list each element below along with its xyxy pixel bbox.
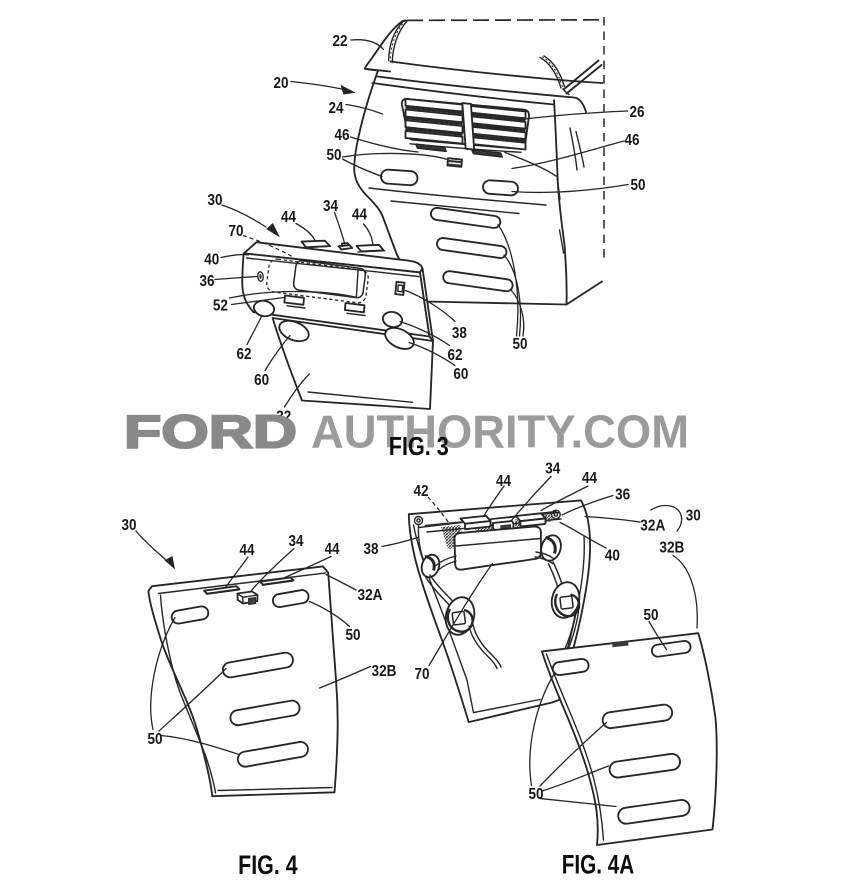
svg-text:62: 62 — [237, 346, 252, 363]
svg-text:FIG. 4: FIG. 4 — [238, 850, 298, 880]
svg-text:30: 30 — [208, 192, 223, 209]
svg-text:38: 38 — [452, 325, 467, 342]
svg-text:40: 40 — [204, 251, 219, 268]
svg-text:FIG. 4A: FIG. 4A — [562, 850, 635, 880]
svg-text:30: 30 — [686, 508, 701, 525]
svg-text:22: 22 — [333, 33, 348, 50]
svg-text:50: 50 — [631, 177, 646, 194]
svg-text:50: 50 — [148, 731, 163, 748]
svg-text:60: 60 — [453, 366, 468, 383]
svg-text:FIG. 3: FIG. 3 — [389, 431, 449, 461]
svg-text:32A: 32A — [640, 517, 665, 534]
svg-text:40: 40 — [605, 547, 620, 564]
svg-text:44: 44 — [582, 470, 597, 487]
svg-text:38: 38 — [364, 541, 379, 558]
svg-text:36: 36 — [200, 273, 215, 290]
svg-text:20: 20 — [274, 75, 289, 92]
svg-text:32: 32 — [276, 409, 291, 426]
svg-text:44: 44 — [496, 473, 511, 490]
svg-text:44: 44 — [281, 209, 296, 226]
svg-text:46: 46 — [335, 127, 350, 144]
svg-text:62: 62 — [448, 347, 463, 364]
svg-text:26: 26 — [630, 104, 645, 121]
svg-text:46: 46 — [625, 132, 640, 149]
svg-text:50: 50 — [513, 336, 528, 353]
svg-text:70: 70 — [415, 666, 430, 683]
svg-text:AUTHORITY.COM: AUTHORITY.COM — [311, 406, 689, 458]
svg-text:60: 60 — [254, 372, 269, 389]
svg-text:32A: 32A — [358, 587, 383, 604]
svg-text:44: 44 — [240, 542, 255, 559]
svg-text:50: 50 — [327, 147, 342, 164]
svg-text:32B: 32B — [659, 539, 684, 556]
svg-text:52: 52 — [213, 298, 228, 315]
svg-text:34: 34 — [323, 198, 338, 215]
svg-text:50: 50 — [529, 786, 544, 803]
svg-text:50: 50 — [644, 607, 659, 624]
svg-text:42: 42 — [414, 483, 429, 500]
svg-text:30: 30 — [122, 517, 137, 534]
svg-text:44: 44 — [352, 207, 367, 224]
svg-text:44: 44 — [325, 541, 340, 558]
svg-text:34: 34 — [289, 533, 304, 550]
svg-text:36: 36 — [615, 486, 630, 503]
svg-text:FORD: FORD — [124, 406, 297, 458]
svg-text:70: 70 — [229, 223, 244, 240]
svg-text:32B: 32B — [372, 663, 397, 680]
svg-text:24: 24 — [329, 100, 344, 117]
svg-text:34: 34 — [545, 461, 560, 478]
svg-text:50: 50 — [346, 627, 361, 644]
